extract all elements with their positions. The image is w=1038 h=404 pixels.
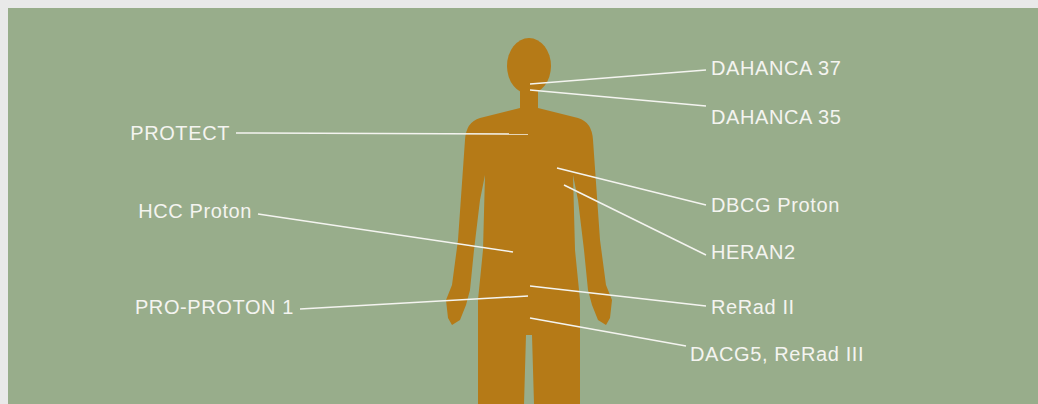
callout-label: ReRad II bbox=[711, 295, 795, 319]
callout-label: HCC Proton bbox=[138, 199, 252, 223]
callout-label: PROTECT bbox=[130, 121, 230, 145]
leader-line bbox=[530, 318, 686, 346]
human-silhouette bbox=[446, 38, 612, 404]
callout-label: DAHANCA 37 bbox=[711, 56, 842, 80]
leader-line bbox=[530, 90, 706, 106]
leader-line bbox=[236, 133, 528, 134]
head bbox=[507, 38, 551, 94]
leader-line bbox=[258, 214, 513, 252]
callout-label: DBCG Proton bbox=[711, 193, 840, 217]
callout-label: DACG5, ReRad III bbox=[690, 342, 864, 366]
callout-label: HERAN2 bbox=[711, 240, 796, 264]
callout-label: PRO-PROTON 1 bbox=[135, 295, 294, 319]
leader-line bbox=[557, 168, 706, 205]
leader-lines bbox=[236, 70, 706, 346]
callout-label: DAHANCA 35 bbox=[711, 105, 842, 129]
leader-line bbox=[564, 185, 706, 255]
leader-line bbox=[300, 296, 528, 309]
leader-line bbox=[530, 70, 706, 84]
leader-line bbox=[530, 286, 706, 306]
green-panel bbox=[8, 8, 1038, 404]
